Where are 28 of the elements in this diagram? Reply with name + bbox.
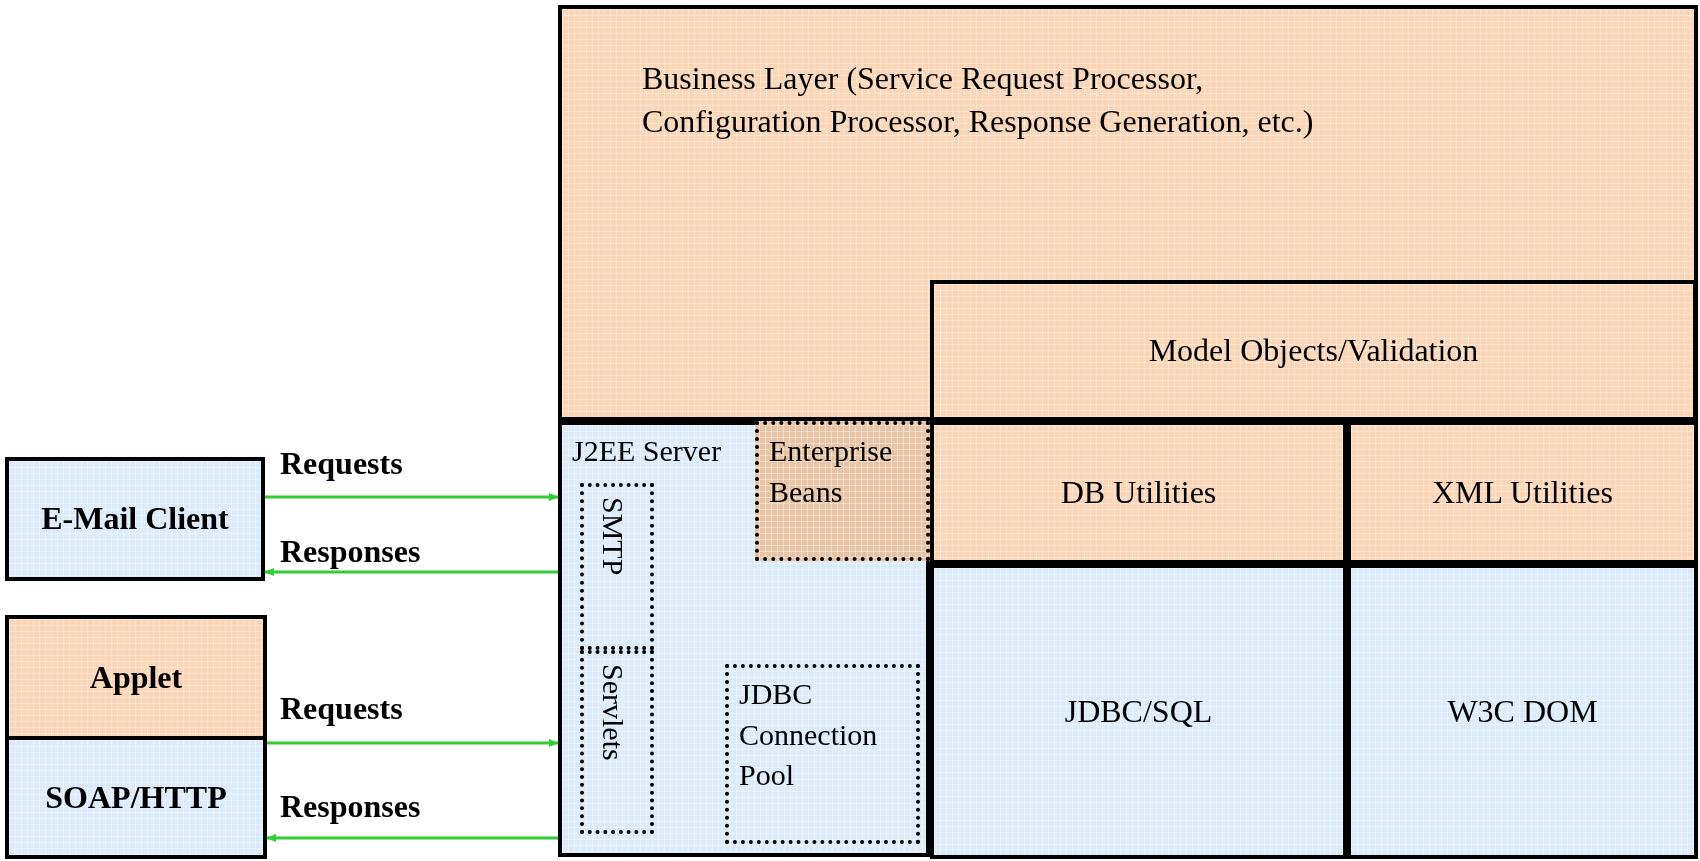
component-box — [755, 421, 930, 561]
node-label: Servlets — [598, 664, 628, 761]
node-label: W3C DOM — [1446, 691, 1599, 731]
edge-label: Responses — [280, 788, 421, 825]
node-label: XML Utilities — [1431, 472, 1614, 512]
component-box — [725, 664, 920, 844]
node-label: J2EE Server — [572, 433, 722, 469]
arrow — [267, 739, 559, 747]
node-label: Model Objects/Validation — [1147, 330, 1480, 370]
edge-label: Requests — [280, 445, 403, 482]
layer-box — [558, 5, 1698, 421]
component-box — [580, 483, 654, 650]
arrow — [266, 834, 558, 842]
node-label: JDBC Connection Pool — [739, 676, 879, 793]
node-label: E-Mail Client — [40, 499, 230, 539]
arrow — [265, 493, 559, 501]
node-label: SMTP — [598, 497, 628, 576]
component-box — [580, 650, 654, 834]
node-label: Applet — [88, 657, 184, 697]
node-label: Business Layer (Service Request Processor, Configuration Processor, Response Generation, etc.) — [642, 59, 1315, 142]
node-label: Enterprise Beans — [769, 433, 894, 510]
edge-label: Responses — [280, 533, 421, 570]
client-box — [5, 457, 265, 581]
node-label: JDBC/SQL — [1063, 691, 1214, 731]
node-label: SOAP/HTTP — [44, 777, 228, 817]
edge-label: Requests — [280, 690, 403, 727]
arrow — [264, 568, 558, 576]
node-label: DB Utilities — [1059, 472, 1218, 512]
